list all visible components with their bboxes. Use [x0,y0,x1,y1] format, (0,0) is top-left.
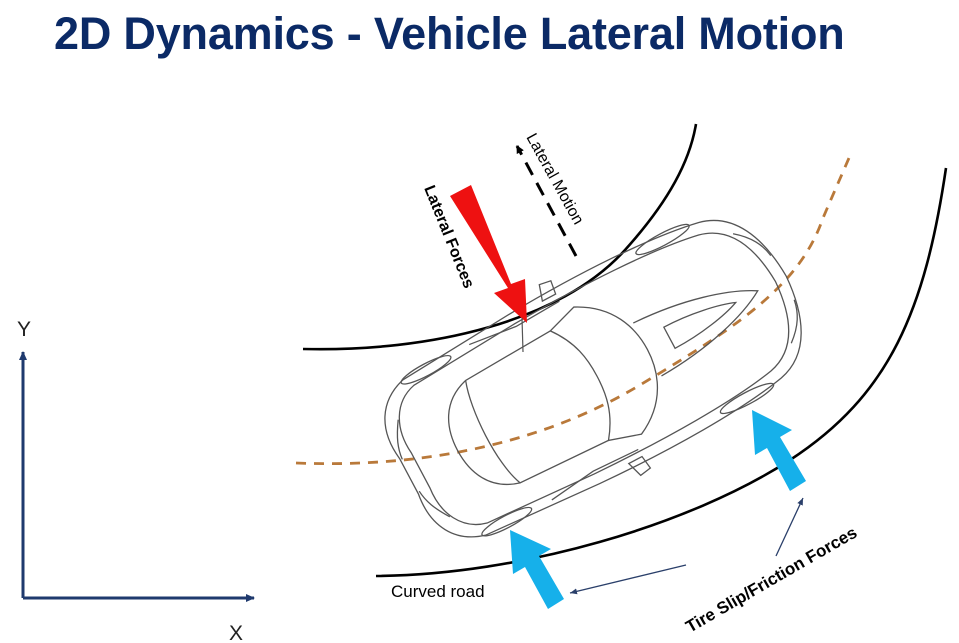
vehicle-taillight-left [396,419,403,460]
vehicle-rear-window [448,379,521,485]
tire-slip-friction-forces-label: Tire Slip/Friction Forces [683,523,861,637]
vehicle-wheel-arch-rr [481,506,533,537]
vehicle-hood-line [633,290,759,377]
tire-force-arrow-rear [510,530,564,609]
tire-force-arrow-front [752,410,806,491]
road-outer-edge [302,123,698,351]
x-axis-label: X [229,622,243,643]
lateral-force-arrow [450,185,527,353]
vehicle-wheel-arch-fl [635,223,690,256]
vehicle-path [295,157,851,466]
vehicle [384,219,802,538]
vehicle-roof [464,330,609,484]
lateral-force-leader [521,317,524,353]
tire-force-arrows [510,410,806,609]
vehicle-inner-outline [398,232,790,526]
lateral-force-arrow-shape [450,185,527,323]
vehicle-headlight-right [790,299,798,344]
curved-road-label: Curved road [391,582,485,601]
vehicle-windshield [549,306,659,442]
tire-label-leader-front [775,497,804,557]
y-axis-label: Y [17,318,31,341]
vehicle-side-mirror-left [538,279,557,303]
lateral-motion-arrow [515,145,578,257]
vehicle-hood-scoop [662,301,738,350]
vehicle-side-mirror-right [627,455,652,477]
vehicle-door-line-right [551,448,639,501]
vehicle-taillight-right [418,490,451,518]
coordinate-axes: Y X [17,318,255,643]
vehicle-headlight-left [732,233,772,256]
page-title: 2D Dynamics - Vehicle Lateral Motion [54,8,845,59]
tire-label-leader-rear [569,564,687,595]
vehicle-door-line-left [468,300,560,346]
vehicle-wheel-arch-fr [719,382,775,415]
vehicle-wheel-arch-rl [400,354,452,385]
